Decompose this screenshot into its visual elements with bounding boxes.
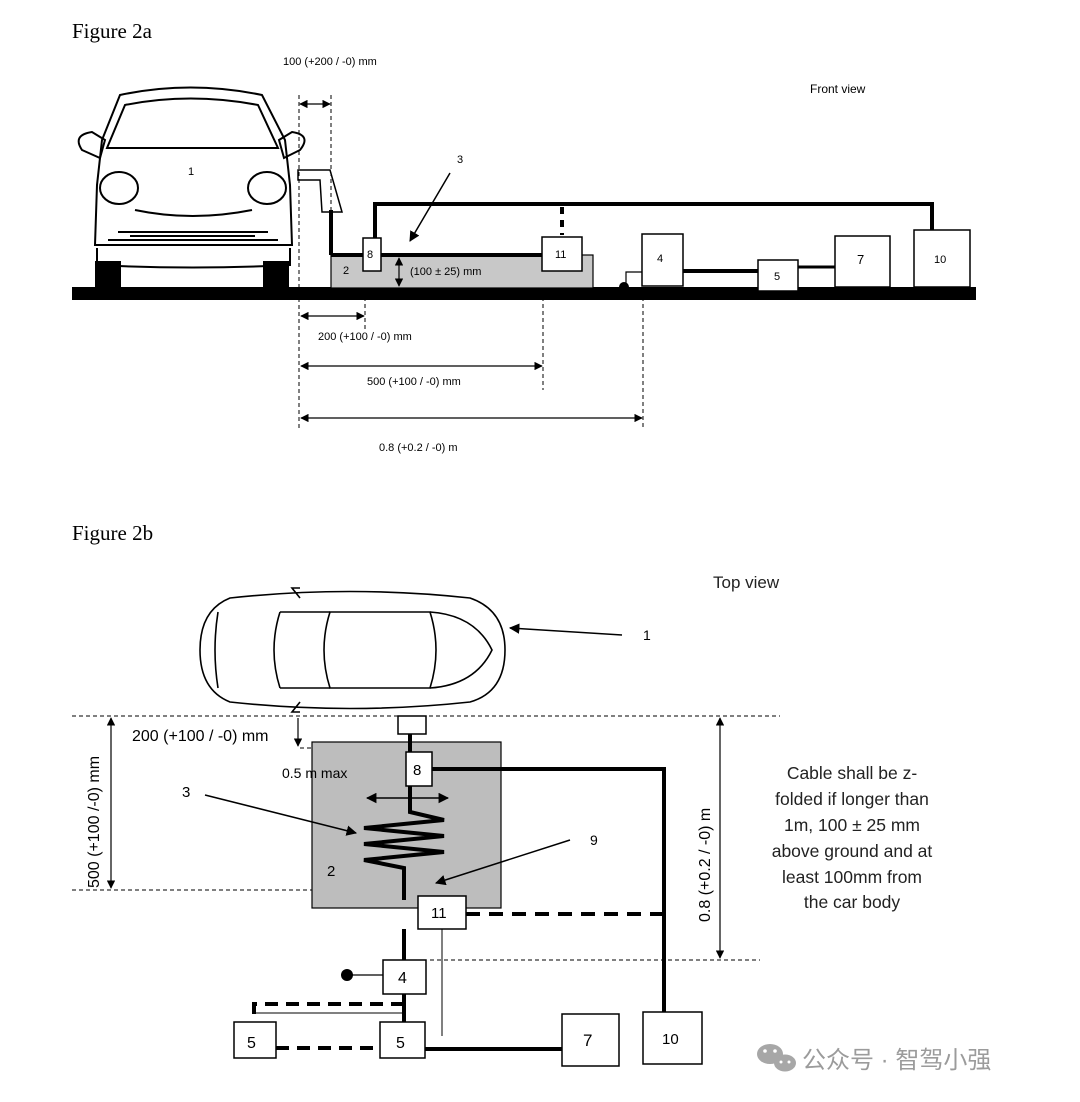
box-4-label: 4 — [657, 253, 663, 265]
box-11 — [541, 236, 583, 272]
car-front-view — [77, 86, 306, 289]
box-7-top-label: 7 — [583, 1031, 592, 1050]
box-8 — [362, 237, 382, 272]
ground-point-top — [341, 969, 353, 981]
cable-note-line: 1m, 100 ± 25 mm — [784, 815, 920, 835]
cable-top-label: 3 — [182, 784, 190, 801]
dim-200-label: 200 (+100 / -0) mm — [318, 331, 412, 343]
box-4-top-label: 4 — [398, 970, 407, 987]
dim-500-label: 500 (+100 / -0) mm — [367, 376, 461, 388]
cable-top-to-10 — [432, 767, 666, 1014]
box-11-label: 11 — [555, 249, 566, 261]
cable-note-line: Cable shall be z- — [787, 763, 918, 783]
height-dim-label: (100 ± 25) mm — [410, 266, 481, 278]
box-8-top-label: 8 — [413, 762, 421, 779]
figure-2b-title: Figure 2b — [72, 521, 153, 545]
box-5b-top — [379, 1021, 426, 1059]
box-7 — [834, 235, 891, 288]
box-8-label: 8 — [367, 249, 373, 261]
dim-08-top-label: 0.8 (+0.2 / -0) m — [697, 808, 714, 922]
box-5-label: 5 — [774, 271, 780, 283]
dimension-guides-2a — [298, 95, 644, 430]
connector-label: 9 — [590, 832, 598, 848]
box-5 — [757, 259, 799, 292]
cable-top-pointer — [204, 794, 358, 836]
car-label: 1 — [188, 166, 194, 178]
car-top-label: 1 — [643, 627, 651, 643]
box-4 — [641, 233, 684, 287]
cable-note-line: least 100mm from — [782, 867, 922, 887]
box-5a-top-label: 5 — [247, 1035, 256, 1052]
dim-100-label: 100 (+200 / -0) mm — [283, 56, 377, 68]
box-7-label: 7 — [857, 252, 864, 267]
figure-2a-title: Figure 2a — [72, 19, 153, 43]
dashed-4-5a — [252, 1002, 404, 1022]
cable-note: Cable shall be z- folded if longer than … — [772, 763, 933, 912]
box-11-top-label: 11 — [431, 905, 447, 922]
box-10-label: 10 — [934, 254, 946, 266]
top-view-label: Top view — [713, 573, 780, 592]
box-7-top — [561, 1013, 620, 1067]
car-top-view — [199, 587, 506, 713]
box-4-top — [382, 959, 427, 995]
watermark-text: 公众号 · 智驾小强 — [802, 1047, 991, 1074]
ground-point — [619, 282, 629, 292]
dim-500-top-label: 500 (+100 /-0) mm — [86, 756, 103, 888]
box-5a-top — [233, 1021, 277, 1059]
cable-note-line: folded if longer than — [775, 789, 929, 809]
box-10-top-label: 10 — [662, 1031, 679, 1048]
cable-to-10 — [373, 202, 934, 238]
inlet-top — [397, 715, 427, 735]
cable-note-line: above ground and at — [772, 841, 933, 861]
dim-05-label: 0.5 m max — [282, 765, 347, 781]
watermark: 公众号 · 智驾小强 — [757, 1044, 991, 1074]
wechat-icon — [757, 1044, 796, 1072]
table-top-label: 2 — [327, 863, 335, 880]
z-folded-cable — [363, 786, 445, 900]
connector-pointer — [435, 839, 571, 886]
box-5b-top-label: 5 — [396, 1035, 405, 1052]
ground-line — [72, 287, 976, 300]
cable-pointer-arrow — [409, 172, 451, 242]
inlet-connector — [297, 169, 343, 213]
dim-200-top-label: 200 (+100 / -0) mm — [132, 728, 269, 745]
car-pointer-arrow — [508, 623, 623, 636]
dim-08-label: 0.8 (+0.2 / -0) m — [379, 442, 458, 454]
table-label: 2 — [343, 265, 349, 277]
box-10 — [913, 229, 971, 288]
cable-note-line: the car body — [804, 892, 901, 912]
box-10-top — [642, 1011, 703, 1065]
front-view-label: Front view — [810, 82, 866, 96]
cable-label: 3 — [457, 154, 463, 166]
